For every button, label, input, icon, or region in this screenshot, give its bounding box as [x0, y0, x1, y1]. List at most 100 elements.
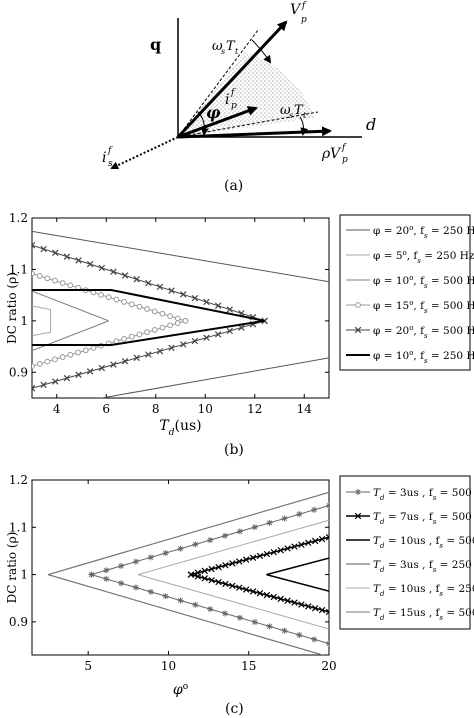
y-tick-label: 1.2 [9, 473, 28, 487]
legend-label-part: = 7us , f [385, 511, 434, 523]
legend-label-part: φ = 20 [373, 325, 409, 337]
vector-vp [176, 20, 288, 139]
svg-text:f: f [301, 1, 307, 11]
series-marker [44, 358, 51, 365]
legend-label: Td = 3us , fs = 250 Hz [373, 559, 474, 574]
legend-label-part: T [373, 511, 381, 523]
series-line [137, 519, 329, 630]
series-marker [281, 627, 288, 634]
series-marker [136, 303, 143, 310]
legend-label-part: T [373, 487, 381, 499]
svg-text:i: i [225, 92, 229, 108]
svg-text:s: s [221, 47, 225, 56]
series-marker [63, 253, 71, 260]
series-marker [179, 341, 187, 348]
legend-label-part: T [373, 583, 381, 595]
svg-text:ω: ω [280, 103, 291, 118]
series-marker [98, 264, 106, 272]
legend-label: Td = 3us , fs = 500 Hz [373, 487, 474, 502]
svg-text:i: i [102, 150, 106, 166]
legend-label-part: = 250 Hz [443, 583, 474, 595]
series-marker [147, 554, 154, 561]
series-marker [182, 317, 189, 324]
label-is: i f s [102, 146, 113, 169]
series-marker [59, 280, 66, 286]
series-marker [222, 532, 229, 539]
shaded-sector [178, 52, 315, 137]
series-5 [32, 289, 265, 347]
y-axis-label: DC ratio (ρ) [5, 272, 19, 344]
series-marker [242, 586, 250, 593]
legend-label: φ = 10o, fs = 250 Hz [373, 349, 474, 365]
legend-label-part: = 3us , f [385, 559, 434, 571]
series-marker [103, 575, 110, 582]
series-line [47, 491, 329, 655]
series-marker [201, 567, 208, 575]
series-5 [47, 491, 329, 655]
series-marker [36, 273, 43, 279]
legend-label-part: = 500 Hz [428, 300, 474, 312]
legend-label-part: d [380, 614, 385, 622]
legend-label: Td = 10us , fs = 500 Hz [373, 535, 474, 550]
legend-marker [355, 302, 361, 308]
series-marker [162, 550, 169, 557]
legend-label-part: d [380, 494, 385, 502]
series-marker [236, 558, 243, 565]
y-tick-label: 1.1 [9, 262, 28, 276]
series-marker [291, 543, 298, 550]
series-marker [251, 524, 258, 531]
y-tick-label: 1 [20, 314, 28, 328]
series-marker [144, 329, 150, 336]
arc-phi [197, 111, 209, 136]
series-marker [296, 632, 303, 639]
series-marker [277, 547, 284, 554]
y-tick-label: 1.2 [9, 211, 28, 225]
series-marker [75, 371, 82, 378]
series-marker [75, 349, 81, 356]
series-marker [121, 358, 129, 365]
series-marker [296, 511, 303, 518]
series-marker [121, 272, 129, 279]
series-marker [145, 279, 152, 287]
series-marker [132, 584, 139, 591]
series-marker [270, 593, 277, 601]
legend-label-part: d [380, 518, 385, 526]
legend-label-part: = 10us , f [385, 583, 441, 595]
svg-text:s: s [108, 159, 113, 169]
series-marker [105, 294, 112, 301]
series-marker [121, 336, 127, 342]
legend: φ = 20o, fs = 250 Hzφ = 5o, fs = 250 Hzφ… [339, 214, 474, 371]
series-marker [311, 636, 318, 643]
series-marker [256, 552, 264, 560]
legend-label-part: o [403, 249, 407, 257]
legend-label-part: = 3us , f [385, 487, 434, 499]
legend-label-part: s [424, 307, 428, 315]
series-marker [305, 603, 312, 610]
caption-a: (a) [224, 178, 244, 194]
series-marker [133, 276, 140, 283]
caption-b: (b) [224, 442, 244, 458]
series-marker [110, 361, 117, 368]
series-line [266, 557, 329, 592]
svg-text:t: t [235, 47, 239, 56]
legend-label-part: , f [413, 225, 425, 237]
legend-label-part: s [439, 614, 443, 622]
legend-label-part: o [409, 324, 413, 332]
series-marker [249, 554, 257, 562]
legend-label-part: o [409, 299, 413, 307]
legend-label-part: = 500 Hz [428, 275, 474, 287]
series-marker [147, 588, 154, 595]
series-marker [291, 599, 298, 606]
series-marker [311, 604, 319, 612]
legend-label-part: d [380, 590, 385, 598]
series-marker [284, 545, 291, 552]
series-2 [266, 557, 329, 592]
d-axis-label: d [366, 115, 376, 134]
svg-text:ρ: ρ [321, 146, 331, 162]
plot-area [47, 491, 329, 655]
series-marker [281, 515, 288, 522]
series-marker [326, 502, 329, 509]
series-marker [40, 245, 47, 253]
legend-label: Td = 10us , fs = 250 Hz [373, 583, 474, 598]
series-marker [192, 541, 199, 548]
